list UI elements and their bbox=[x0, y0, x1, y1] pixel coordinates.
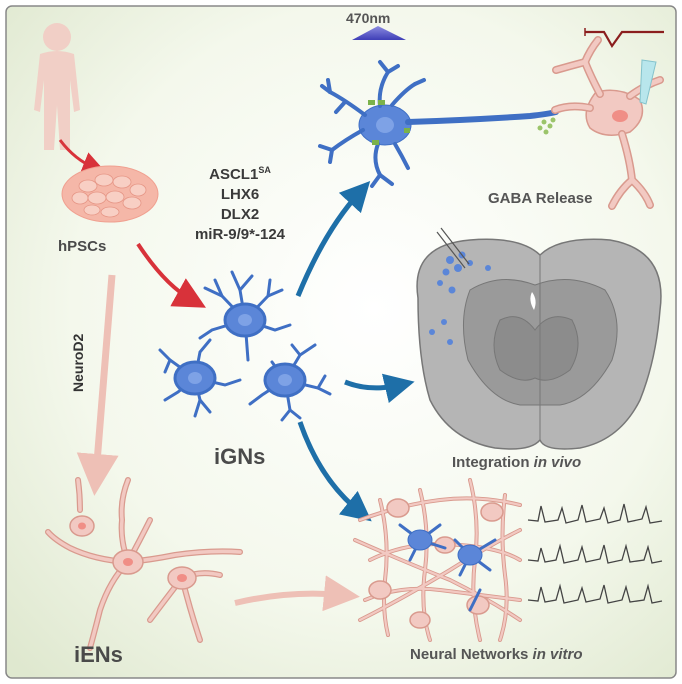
brain-section-icon bbox=[416, 227, 662, 450]
igns-label: iGNs bbox=[214, 444, 266, 469]
neural-network-cluster bbox=[353, 478, 522, 642]
iens-label: iENs bbox=[74, 642, 123, 667]
factor-dlx2: DLX2 bbox=[220, 206, 260, 223]
wavelength-label: 470nm bbox=[346, 10, 391, 26]
factor-mir: miR-9/9*-124 bbox=[194, 226, 286, 243]
arrow-iens-to-networks bbox=[234, 575, 360, 612]
integration-label: Integration in vivo bbox=[452, 454, 582, 471]
arrow-igns-to-gaba bbox=[295, 180, 371, 297]
gaba-vesicles-icon bbox=[537, 117, 556, 135]
factor-ascl1: ASCL1SA bbox=[209, 165, 271, 183]
arrow-hpscs-to-igns bbox=[136, 242, 206, 308]
factor-lhx6: LHX6 bbox=[220, 186, 260, 203]
patch-pipette-icon bbox=[639, 59, 657, 105]
arrow-human-to-hpscs bbox=[58, 139, 107, 175]
ign-neuron-gaba bbox=[318, 60, 559, 188]
activity-traces-icon bbox=[527, 503, 663, 604]
recording-trace-icon bbox=[584, 28, 664, 49]
ien-neuron-cluster bbox=[45, 477, 243, 651]
arrow-hpscs-to-iens bbox=[76, 274, 119, 496]
blue-light-icon bbox=[352, 26, 406, 40]
reprogramming-factors: ASCL1SA LHX6 DLX2 miR-9/9*-124 bbox=[184, 160, 296, 245]
ign-neuron-cluster bbox=[158, 270, 332, 422]
hpsc-colony-icon bbox=[61, 165, 159, 223]
neural-networks-label: Neural Networks in vitro bbox=[410, 646, 583, 663]
background-panel bbox=[5, 5, 677, 679]
human-silhouette-icon bbox=[34, 23, 80, 150]
neurod2-label: NeuroD2 bbox=[70, 333, 86, 392]
hpscs-label: hPSCs bbox=[58, 238, 107, 255]
arrow-igns-to-brain bbox=[344, 373, 415, 404]
postsynaptic-neuron bbox=[551, 36, 664, 210]
arrow-igns-to-networks bbox=[297, 421, 372, 522]
gaba-release-label: GABA Release bbox=[488, 190, 593, 207]
